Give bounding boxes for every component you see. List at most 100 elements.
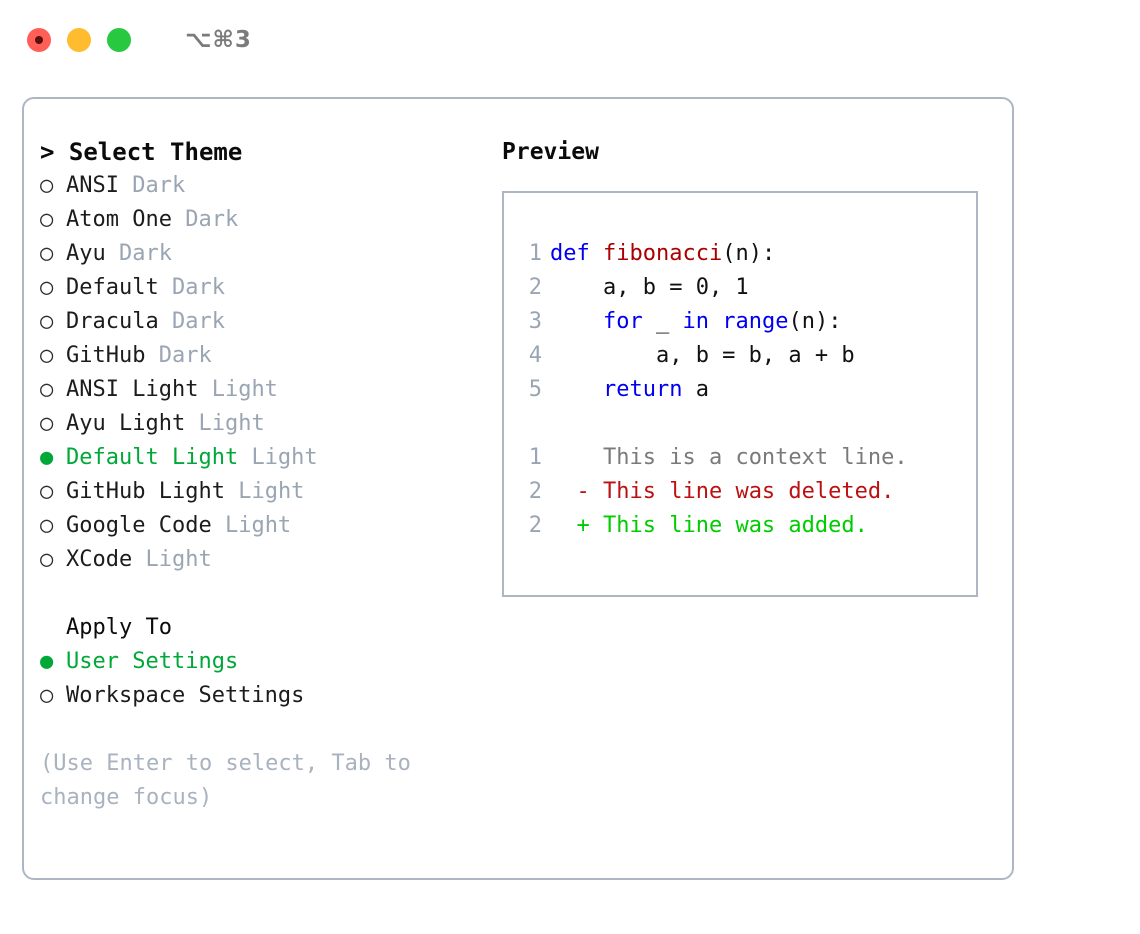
spacer xyxy=(225,479,238,504)
theme-variant-tag: Dark xyxy=(119,241,172,266)
code-token: a, b = b, a + b xyxy=(550,343,855,368)
theme-variant-tag: Light xyxy=(238,479,305,504)
line-number: 4 xyxy=(528,343,542,368)
spacer xyxy=(40,713,500,747)
diff-text: This line was added. xyxy=(589,513,868,538)
theme-option[interactable]: ○Ayu Dark xyxy=(40,237,500,271)
preview-title: Preview xyxy=(502,139,599,165)
code-line: 3 for _ in range(n): xyxy=(520,305,976,339)
line-number: 1 xyxy=(528,445,542,470)
radio-unselected-icon: ○ xyxy=(40,309,54,334)
page-title: > Select Theme xyxy=(40,138,243,166)
close-icon xyxy=(35,36,43,44)
code-token: range xyxy=(722,309,789,334)
code-token: for xyxy=(602,309,643,334)
theme-selector-column: > Select Theme ○ANSI Dark○Atom One Dark○… xyxy=(40,135,500,815)
diff-line: 1 This is a context line. xyxy=(520,441,976,475)
code-token: in xyxy=(682,309,709,334)
radio-unselected-icon: ○ xyxy=(40,513,54,538)
radio-unselected-icon: ○ xyxy=(40,241,54,266)
spacer xyxy=(40,577,500,611)
code-line: 4 a, b = b, a + b xyxy=(520,339,976,373)
theme-variant-tag: Dark xyxy=(185,207,239,232)
code-token: a xyxy=(682,377,709,402)
spacer xyxy=(132,547,145,572)
theme-variant-tag: Light xyxy=(211,377,278,402)
line-number: 3 xyxy=(528,309,542,334)
minimize-button[interactable] xyxy=(67,28,91,52)
diff-marker: + xyxy=(550,513,590,538)
theme-option-label: Dracula xyxy=(66,309,159,334)
spacer xyxy=(119,173,132,198)
window-titlebar: ⌥⌘3 xyxy=(0,0,1140,80)
diff-sample: 1 This is a context line.2 - This line w… xyxy=(520,441,976,543)
diff-line: 2 - This line was deleted. xyxy=(520,475,976,509)
theme-option-label: GitHub Light xyxy=(66,479,225,504)
spacer xyxy=(185,411,198,436)
line-number: 2 xyxy=(528,275,542,300)
apply-to-option-label: User Settings xyxy=(66,649,239,674)
theme-option-label: Default xyxy=(66,275,159,300)
apply-to-option[interactable]: ● User Settings xyxy=(40,645,500,679)
main-panel: > Select Theme ○ANSI Dark○Atom One Dark○… xyxy=(22,97,1014,880)
close-button[interactable] xyxy=(27,28,51,52)
theme-variant-tag: Dark xyxy=(158,343,212,368)
diff-line: 2 + This line was added. xyxy=(520,509,976,543)
spacer xyxy=(212,513,225,538)
spacer xyxy=(159,309,172,334)
radio-selected-icon: ● xyxy=(40,649,54,674)
radio-unselected-icon: ○ xyxy=(40,173,54,198)
line-number: 2 xyxy=(528,479,542,504)
theme-option-label: Default Light xyxy=(66,445,239,470)
line-number: 5 xyxy=(528,377,542,402)
theme-option[interactable]: ○Default Dark xyxy=(40,271,500,305)
radio-unselected-icon: ○ xyxy=(40,547,54,572)
line-number: 1 xyxy=(528,241,542,266)
code-token: (n): xyxy=(788,309,842,334)
theme-option-label: ANSI xyxy=(66,173,119,198)
theme-list: ○ANSI Dark○Atom One Dark○Ayu Dark○Defaul… xyxy=(40,169,500,577)
code-line: 5 return a xyxy=(520,373,976,407)
theme-option[interactable]: ○XCode Light xyxy=(40,543,500,577)
theme-option-label: ANSI Light xyxy=(66,377,199,402)
theme-option[interactable]: ○Ayu Light Light xyxy=(40,407,500,441)
radio-selected-icon: ● xyxy=(40,445,54,470)
theme-variant-tag: Dark xyxy=(132,173,186,198)
keyboard-hint: (Use Enter to select, Tab to change focu… xyxy=(40,751,425,810)
theme-option[interactable]: ○ANSI Light Light xyxy=(40,373,500,407)
spacer xyxy=(145,343,158,368)
radio-unselected-icon: ○ xyxy=(40,411,54,436)
spacer xyxy=(172,207,185,232)
radio-unselected-icon: ○ xyxy=(40,343,54,368)
code-token: fibonacci xyxy=(603,241,723,266)
diff-marker xyxy=(550,445,590,470)
theme-option[interactable]: ●Default Light Light xyxy=(40,441,500,475)
diff-marker: - xyxy=(550,479,590,504)
theme-option[interactable]: ○ ANSI Dark xyxy=(40,169,500,203)
theme-option-label: Ayu Light xyxy=(66,411,186,436)
code-token xyxy=(709,309,722,334)
theme-option[interactable]: ○GitHub Dark xyxy=(40,339,500,373)
theme-option[interactable]: ○Atom One Dark xyxy=(40,203,500,237)
theme-variant-tag: Dark xyxy=(171,275,225,300)
theme-variant-tag: Dark xyxy=(171,309,225,334)
spacer xyxy=(106,241,119,266)
code-token: return xyxy=(602,377,683,402)
theme-variant-tag: Light xyxy=(224,513,292,538)
theme-option[interactable]: ○Google Code Light xyxy=(40,509,500,543)
apply-to-option-label: Workspace Settings xyxy=(66,683,305,708)
apply-to-option[interactable]: ○Workspace Settings xyxy=(40,679,500,713)
code-token xyxy=(590,241,603,266)
theme-option-label: XCode xyxy=(66,547,133,572)
diff-text: This line was deleted. xyxy=(589,479,895,504)
keyboard-shortcut-label: ⌥⌘3 xyxy=(185,27,252,53)
theme-option[interactable]: ○ Dracula Dark xyxy=(40,305,500,339)
spacer xyxy=(198,377,211,402)
maximize-button[interactable] xyxy=(107,28,131,52)
theme-option[interactable]: ○GitHub Light Light xyxy=(40,475,500,509)
